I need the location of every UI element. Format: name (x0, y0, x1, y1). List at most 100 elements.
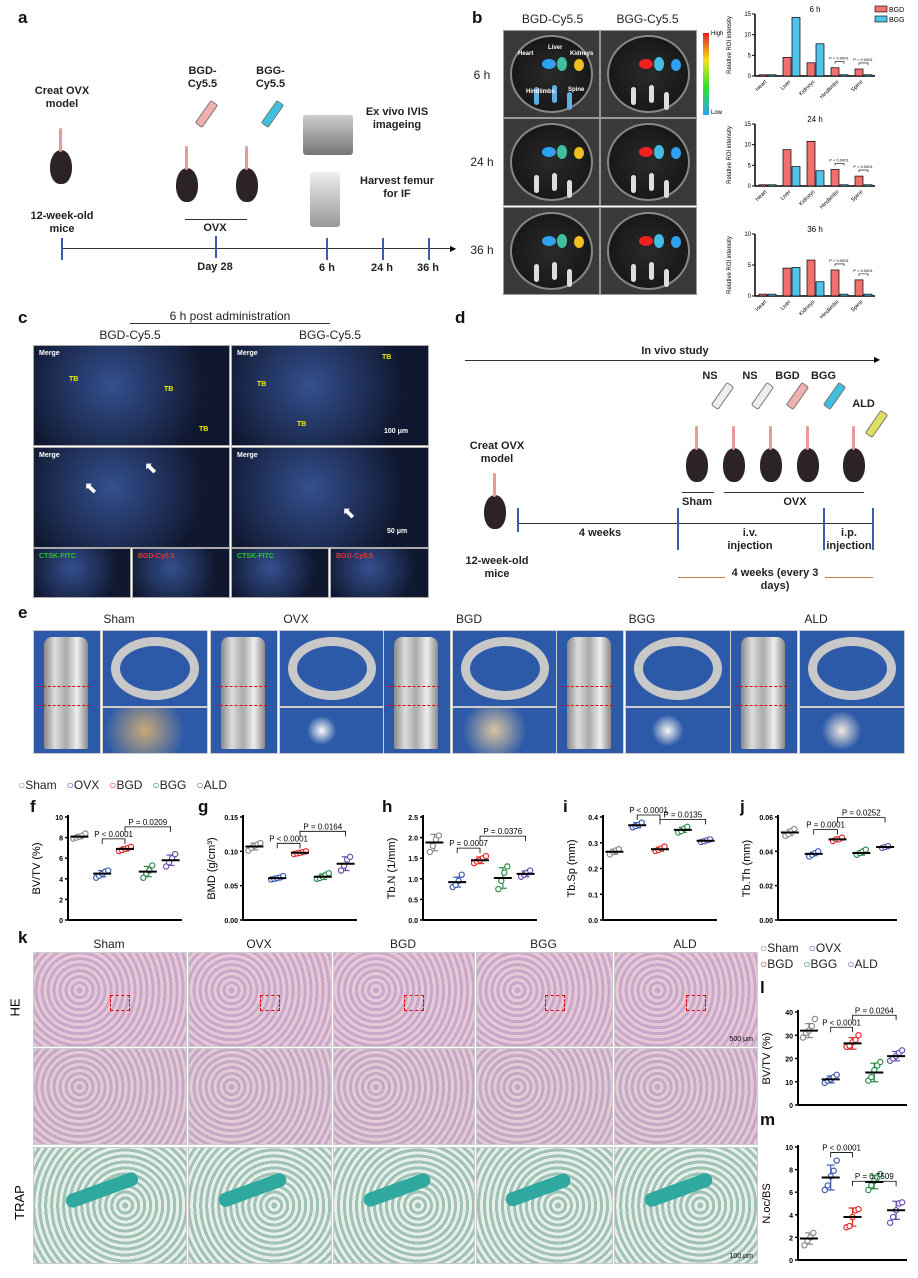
data-point-bgd (846, 1222, 853, 1230)
organ-signal (574, 59, 584, 71)
x-tick-label: Spine (850, 299, 864, 313)
y-tick-label: 0 (789, 1103, 793, 1110)
bar-bgg-hindlimbs (839, 293, 849, 297)
y-tick-label: 0.0 (408, 918, 418, 925)
significance-bracket (101, 838, 126, 844)
significance-bracket (124, 826, 171, 832)
column-header: BGG-Cy5.5 (298, 328, 361, 342)
y-tick-label: 15 (744, 12, 751, 18)
bone-signal (552, 262, 557, 280)
data-point-bgd (855, 1205, 862, 1213)
data-point-sham (257, 839, 264, 847)
timeline-tick (382, 238, 384, 260)
bar-bgd-hindlimbs (830, 67, 840, 77)
timeline-tick (823, 508, 825, 550)
data-point-bgg (325, 870, 333, 877)
he-row-label: HE (7, 998, 23, 1017)
significance-bracket (858, 62, 869, 65)
bar-bgd-hindlimbs (830, 269, 840, 297)
microct-cross-section (625, 630, 731, 707)
bar-bgg-spine (863, 293, 873, 297)
he-image-high-mag (333, 1048, 475, 1145)
he-image-high-mag (33, 1048, 187, 1145)
ivis-image (600, 207, 697, 295)
y-tick-label: 0.3 (588, 841, 598, 848)
legend-swatch (874, 15, 888, 23)
bone-signal (552, 85, 557, 103)
p-value-label: P = 0.0376 (483, 827, 522, 836)
x-tick-label: Kidneys (798, 189, 816, 207)
syringe-icon (750, 381, 775, 411)
data-point-ald (162, 863, 170, 870)
group-legend: ○Sham○OVX○BGD○BGG○ALD (760, 940, 910, 972)
organ-signal (557, 234, 567, 248)
roi-box (110, 994, 130, 1011)
bar-bgd-spine (854, 68, 864, 77)
tick-label: 36 h (416, 262, 439, 274)
y-tick-label: 0 (748, 74, 752, 80)
significance-bracket (858, 169, 869, 173)
p-value-label: P = 0.0001 (806, 821, 845, 830)
tick-label: 24 h (370, 262, 393, 274)
organ-signal (671, 59, 681, 71)
data-point-bgg (877, 1058, 884, 1066)
trap-image (188, 1147, 332, 1264)
y-tick-label: 0.00 (224, 918, 238, 925)
bar-bgd-liver (782, 57, 792, 77)
timeline-tick (326, 238, 328, 260)
if-channel-ctsk: CTSK-FITC (231, 548, 329, 598)
organ-label: Liver (548, 45, 563, 51)
y-axis-label: Relative ROI intensity (727, 236, 733, 294)
data-point-sham (435, 832, 443, 839)
colorbar-high: High (711, 31, 724, 37)
bar-bgg-heart (767, 184, 777, 187)
trabecula (217, 1170, 289, 1209)
p-value-label: P = 0.0135 (663, 810, 702, 819)
significance-bracket (636, 814, 661, 820)
p-value-label: P = 0.0264 (855, 1006, 894, 1015)
bone-signal (631, 87, 636, 105)
trabecula (503, 1171, 572, 1208)
trabecula (361, 1170, 433, 1209)
p-value-label: P < 0.0001 (94, 830, 133, 839)
iv-injection-label: i.v. injection (727, 527, 773, 552)
y-tick-label: 6 (789, 1190, 793, 1197)
roi-box (388, 686, 440, 706)
data-point-ovx (104, 867, 112, 874)
y-tick-label: 15 (744, 122, 751, 128)
legend-item: ○BGG (803, 957, 837, 971)
syringe-icon (785, 381, 810, 411)
significance-bracket (299, 830, 346, 837)
ovx-label: OVX (203, 222, 227, 234)
ivis-image (503, 118, 600, 206)
organ-signal (654, 145, 664, 159)
petri-dish (510, 123, 593, 201)
femur-render (567, 637, 611, 749)
y-axis-label: Tb.Sp (mm) (566, 839, 578, 897)
organ-signal (542, 59, 556, 69)
scale-bar: 100 μm (729, 1253, 754, 1260)
p-value-label: P < 0.0001 (853, 268, 873, 273)
trap-image (333, 1147, 475, 1264)
microct-cross-section (799, 630, 905, 707)
ivis-image (600, 118, 697, 206)
group-legend: ○Sham○OVX○BGD○BGG○ALD (18, 778, 237, 792)
x-tick-label: Hindlimbs (819, 79, 840, 100)
group-header: BGD (455, 612, 482, 626)
petri-dish (607, 35, 690, 113)
femur-render (221, 637, 265, 749)
mouse-icon (723, 426, 745, 482)
p-value-label: P < 0.0001 (829, 56, 849, 61)
bone-signal (552, 173, 557, 191)
data-point-ald (526, 867, 534, 874)
data-point-sham (808, 1022, 816, 1030)
y-axis-label: Relative ROI intensity (727, 126, 733, 184)
x-tick-label: Hindlimbs (819, 189, 840, 210)
data-point-sham (811, 1015, 819, 1023)
data-point-ovx (824, 1182, 831, 1189)
he-image-low-mag (333, 952, 475, 1047)
